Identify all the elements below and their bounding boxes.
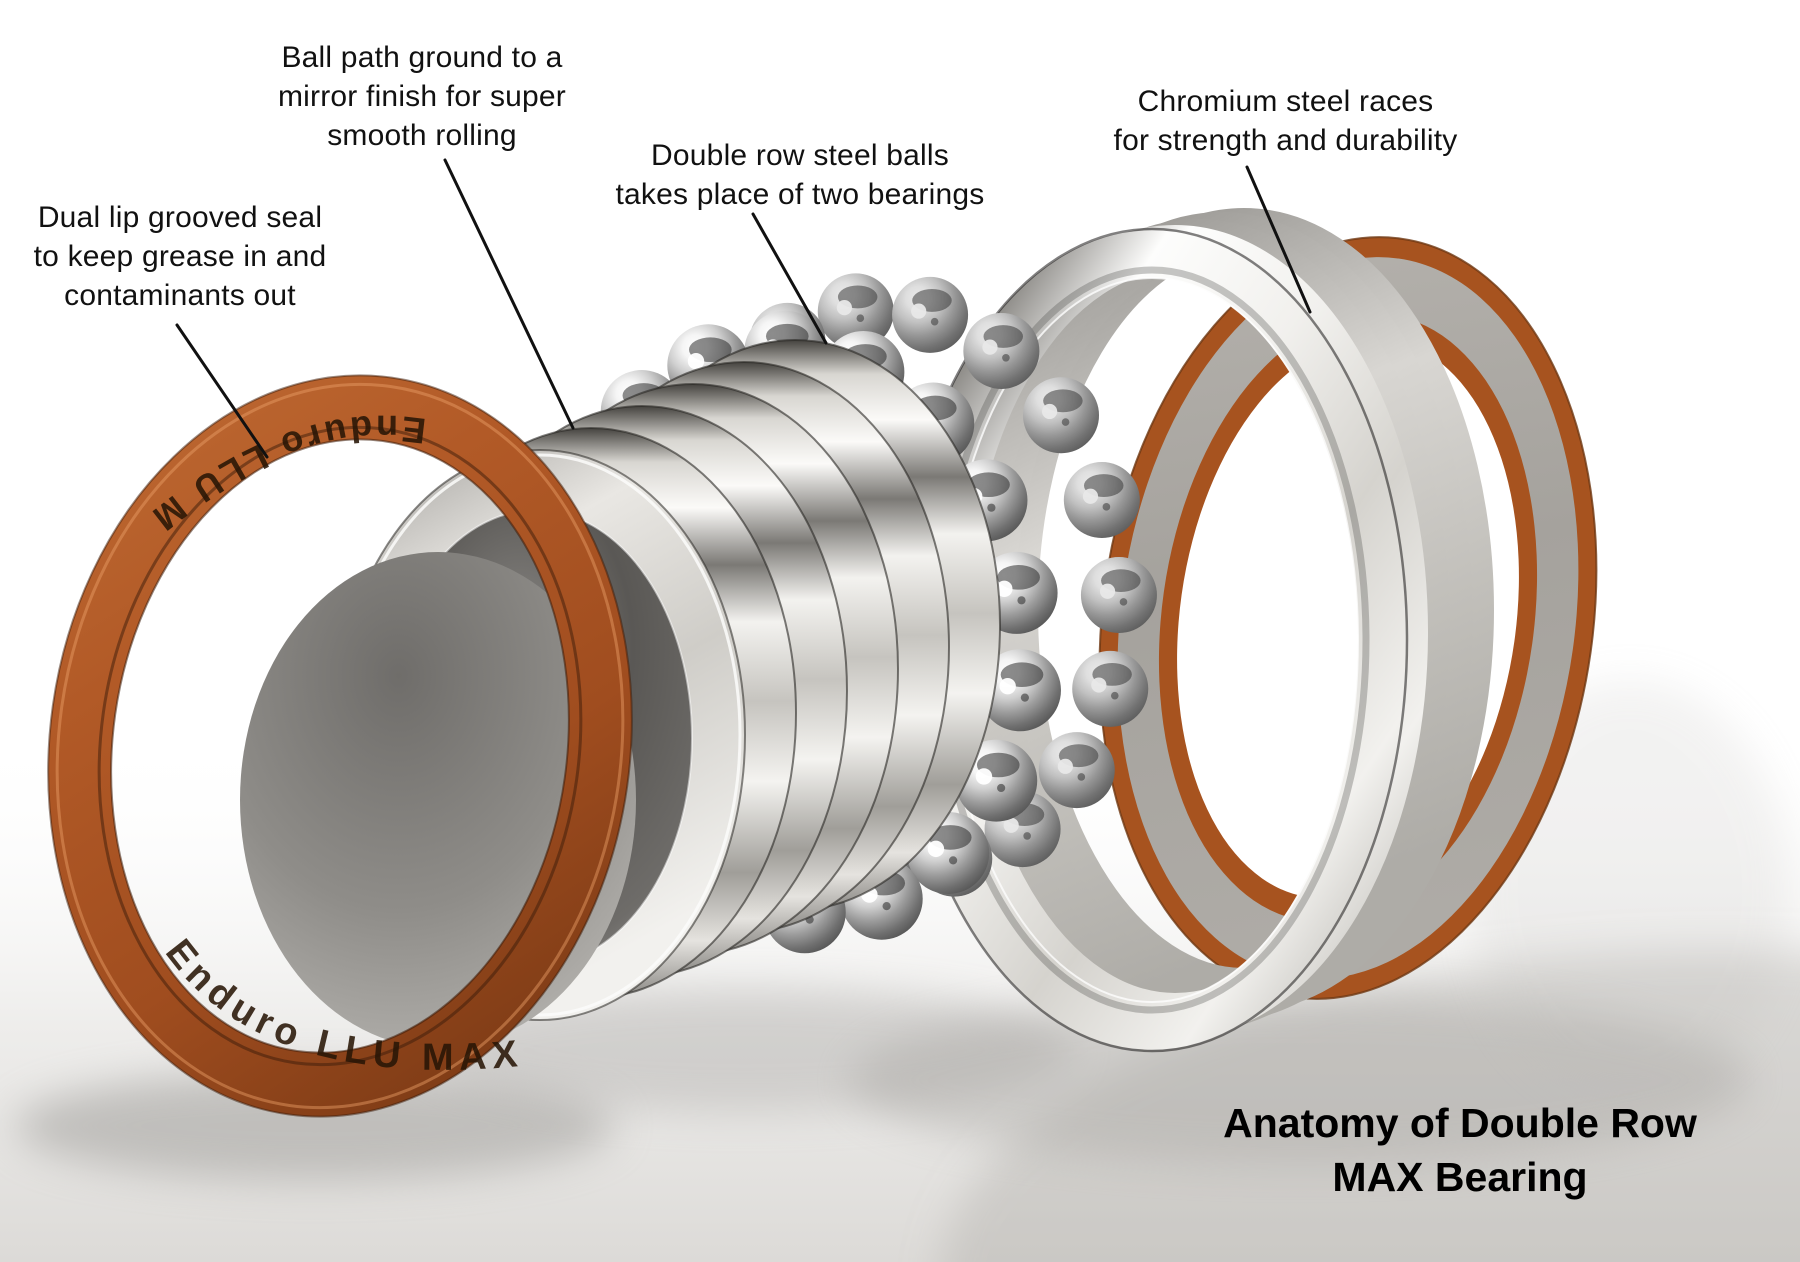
steel-ball xyxy=(1038,732,1115,809)
callout-double-row-line2: takes place of two bearings xyxy=(615,178,985,211)
callout-double-row: Double row steel balls takes place of tw… xyxy=(580,136,1020,214)
leader-line-chromium xyxy=(1245,165,1312,314)
steel-ball xyxy=(892,276,969,353)
leader-line-ball-path xyxy=(443,158,575,430)
callout-ball-path: Ball path ground to a mirror finish for … xyxy=(222,38,622,155)
leader-line-double-row xyxy=(751,212,828,345)
diagram-title-line2: MAX Bearing xyxy=(1332,1154,1588,1200)
steel-ball xyxy=(1023,377,1100,454)
steel-ball xyxy=(1072,650,1149,727)
diagram-title: Anatomy of Double Row MAX Bearing xyxy=(1130,1096,1790,1204)
callout-chromium-races: Chromium steel races for strength and du… xyxy=(1063,82,1508,160)
steel-ball xyxy=(1080,557,1157,634)
callout-dual-lip-line1: Dual lip grooved seal xyxy=(37,201,323,234)
callout-double-row-line1: Double row steel balls xyxy=(651,139,949,172)
callout-ball-path-line1: Ball path ground to a xyxy=(281,41,563,74)
callout-chromium-line1: Chromium steel races xyxy=(1137,85,1434,118)
steel-ball xyxy=(978,649,1061,732)
callout-dual-lip-line2: to keep grease in and xyxy=(33,240,327,273)
callout-chromium-line2: for strength and durability xyxy=(1113,124,1458,157)
steel-ball xyxy=(817,273,894,350)
callout-dual-lip-seal: Dual lip grooved seal to keep grease in … xyxy=(0,198,360,315)
steel-ball xyxy=(963,312,1040,389)
front-seal-ring xyxy=(47,374,633,1118)
steel-ball xyxy=(1063,462,1140,539)
callout-ball-path-line3: smooth rolling xyxy=(327,119,517,152)
callout-ball-path-line2: mirror finish for super xyxy=(277,80,566,113)
diagram-title-line1: Anatomy of Double Row xyxy=(1223,1100,1697,1146)
callout-dual-lip-line3: contaminants out xyxy=(64,279,296,312)
callout-leader-lines xyxy=(175,158,1312,459)
leader-line-dual-lip xyxy=(175,323,269,459)
